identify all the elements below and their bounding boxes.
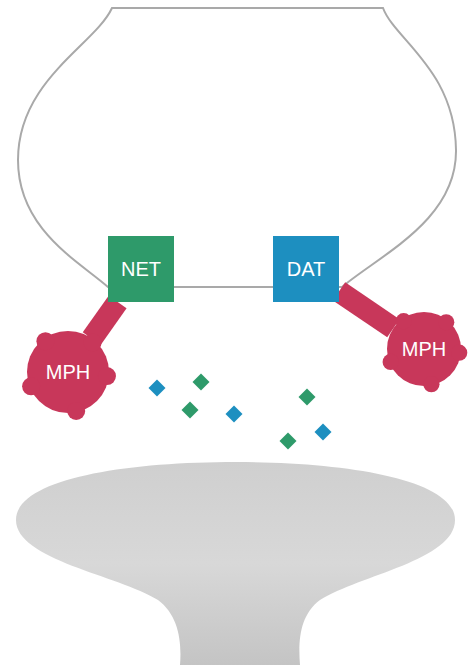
postsynaptic-terminal — [16, 462, 455, 665]
presynaptic-terminal — [18, 8, 456, 287]
transporter-box: DAT — [273, 236, 339, 302]
transporter-box: NET — [108, 236, 174, 302]
node-label: MPH — [46, 361, 90, 383]
binding-stem — [339, 291, 393, 328]
drug-molecule: MPH — [382, 306, 466, 392]
binding-stem — [92, 302, 118, 339]
node-label: DAT — [287, 258, 326, 280]
node-label: MPH — [402, 338, 446, 360]
drug-molecule: MPH — [22, 326, 114, 418]
node-label: NET — [121, 258, 161, 280]
